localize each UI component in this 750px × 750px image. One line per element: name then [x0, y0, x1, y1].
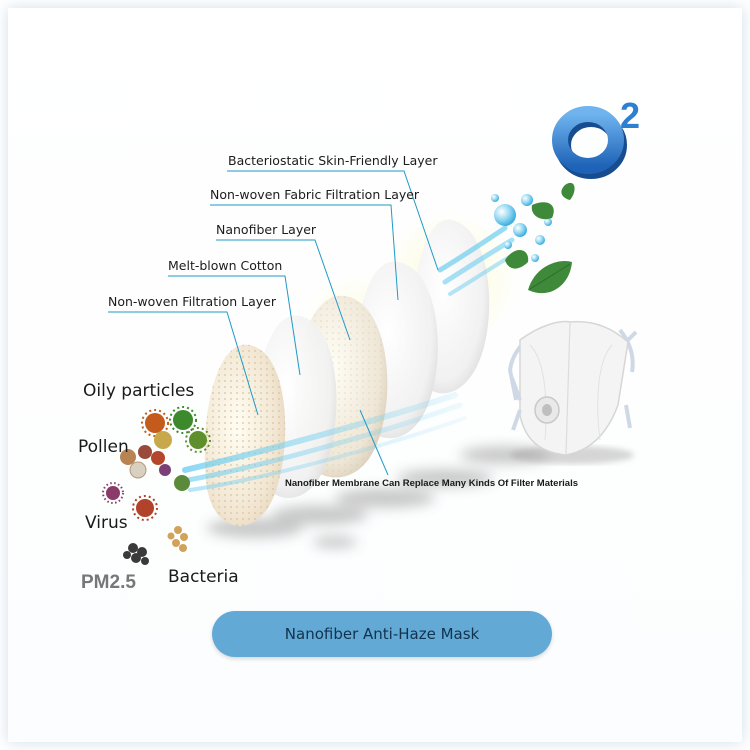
label-melt-blown-cotton: Melt-blown Cotton [168, 258, 283, 273]
pm25-particle-icon [123, 543, 149, 565]
airflow-streams [182, 225, 520, 492]
pollutant-icons [102, 406, 211, 565]
label-bacteriostatic-layer: Bacteriostatic Skin-Friendly Layer [228, 153, 438, 168]
label-oily-particles: Oily particles [83, 381, 195, 401]
label-pollen: Pollen [78, 437, 129, 457]
pollen-icon [120, 445, 190, 491]
oxygen-icon: 2 [552, 95, 640, 179]
layer-nonwoven-filtration [204, 344, 286, 526]
bacteria-icon [167, 526, 188, 552]
banner-title: Nanofiber Anti-Haze Mask [284, 625, 480, 643]
oxygen-subscript: 2 [620, 95, 640, 136]
label-nonwoven-filtration-layer: Non-woven Filtration Layer [108, 294, 276, 309]
oxygen-bubbles [491, 194, 552, 262]
leaf-icons [505, 182, 575, 294]
title-banner: Nanofiber Anti-Haze Mask [212, 611, 552, 657]
label-nonwoven-fabric-layer: Non-woven Fabric Filtration Layer [210, 187, 420, 202]
label-pm25: PM2.5 [81, 572, 136, 593]
label-bacteria: Bacteria [168, 567, 239, 587]
label-virus: Virus [85, 513, 128, 533]
membrane-caption: Nanofiber Membrane Can Replace Many Kind… [285, 478, 578, 489]
virus-icon [102, 482, 158, 521]
mask-illustration [507, 320, 638, 464]
label-nanofiber-layer: Nanofiber Layer [216, 222, 317, 237]
leader-lines [108, 170, 439, 476]
oily-particle-icon [141, 406, 211, 453]
